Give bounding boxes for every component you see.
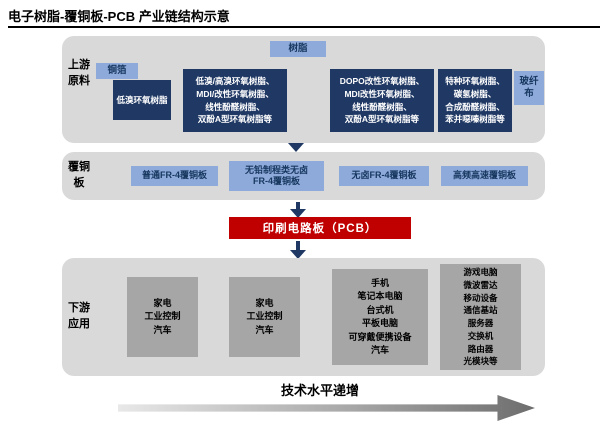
- title-divider: [8, 26, 600, 28]
- trend-label: 技术水平递增: [280, 383, 359, 398]
- resin-node: 树脂: [270, 41, 326, 57]
- arrow-pcb-to-downstream-head: [290, 250, 306, 259]
- application-box-3: 手机 笔记本电脑 台式机 平板电脑 可穿戴便携设备 汽车: [332, 269, 428, 365]
- page-title: 电子树脂-覆铜板-PCB 产业链结构示意: [8, 9, 230, 24]
- pcb-node: 印刷电路板（PCB）: [229, 217, 411, 239]
- resin-type-box-3: DOPO改性环氧树脂、 MDI改性环氧树脂、 线性酚醛树脂、 双酚A型环氧树脂等: [330, 69, 434, 132]
- arrow-ccl-to-pcb-shaft: [296, 202, 300, 210]
- ccl-type-box-1: 普通FR-4覆铜板: [131, 166, 218, 186]
- application-box-1: 家电 工业控制 汽车: [127, 277, 198, 357]
- resin-type-box-1: 低溴环氧树脂: [113, 80, 171, 120]
- copper-foil-node: 铜箔: [96, 63, 138, 79]
- application-box-2: 家电 工业控制 汽车: [229, 277, 300, 357]
- resin-type-box-2: 低溴/高溴环氧树脂、 MDI/改性环氧树脂、 线性酚醛树脂、 双酚A型环氧树脂等: [183, 69, 287, 132]
- glass-cloth-node: 玻纤布: [514, 71, 544, 105]
- arrow-ccl-to-pcb-head: [290, 209, 306, 218]
- ccl-type-box-2: 无铅制程类无卤 FR-4覆铜板: [229, 161, 324, 191]
- application-box-4: 游戏电脑 微波雷达 移动设备 通信基站 服务器 交换机 路由器 光模块等: [440, 264, 521, 370]
- ccl-section-label: 覆铜板: [68, 161, 90, 189]
- arrow-upstream-to-ccl: [288, 143, 304, 152]
- upstream-section-label: 上游原料: [68, 59, 90, 87]
- downstream-section-label: 下游应用: [68, 302, 90, 330]
- ccl-type-box-4: 高频高速覆铜板: [441, 166, 528, 186]
- arrow-pcb-to-downstream-shaft: [296, 241, 300, 251]
- resin-type-box-4: 特种环氧树脂、 碳氢树脂、 合成酚醛树脂、 苯并噁嗪树脂等: [438, 69, 512, 132]
- ccl-type-box-3: 无卤FR-4覆铜板: [339, 166, 429, 186]
